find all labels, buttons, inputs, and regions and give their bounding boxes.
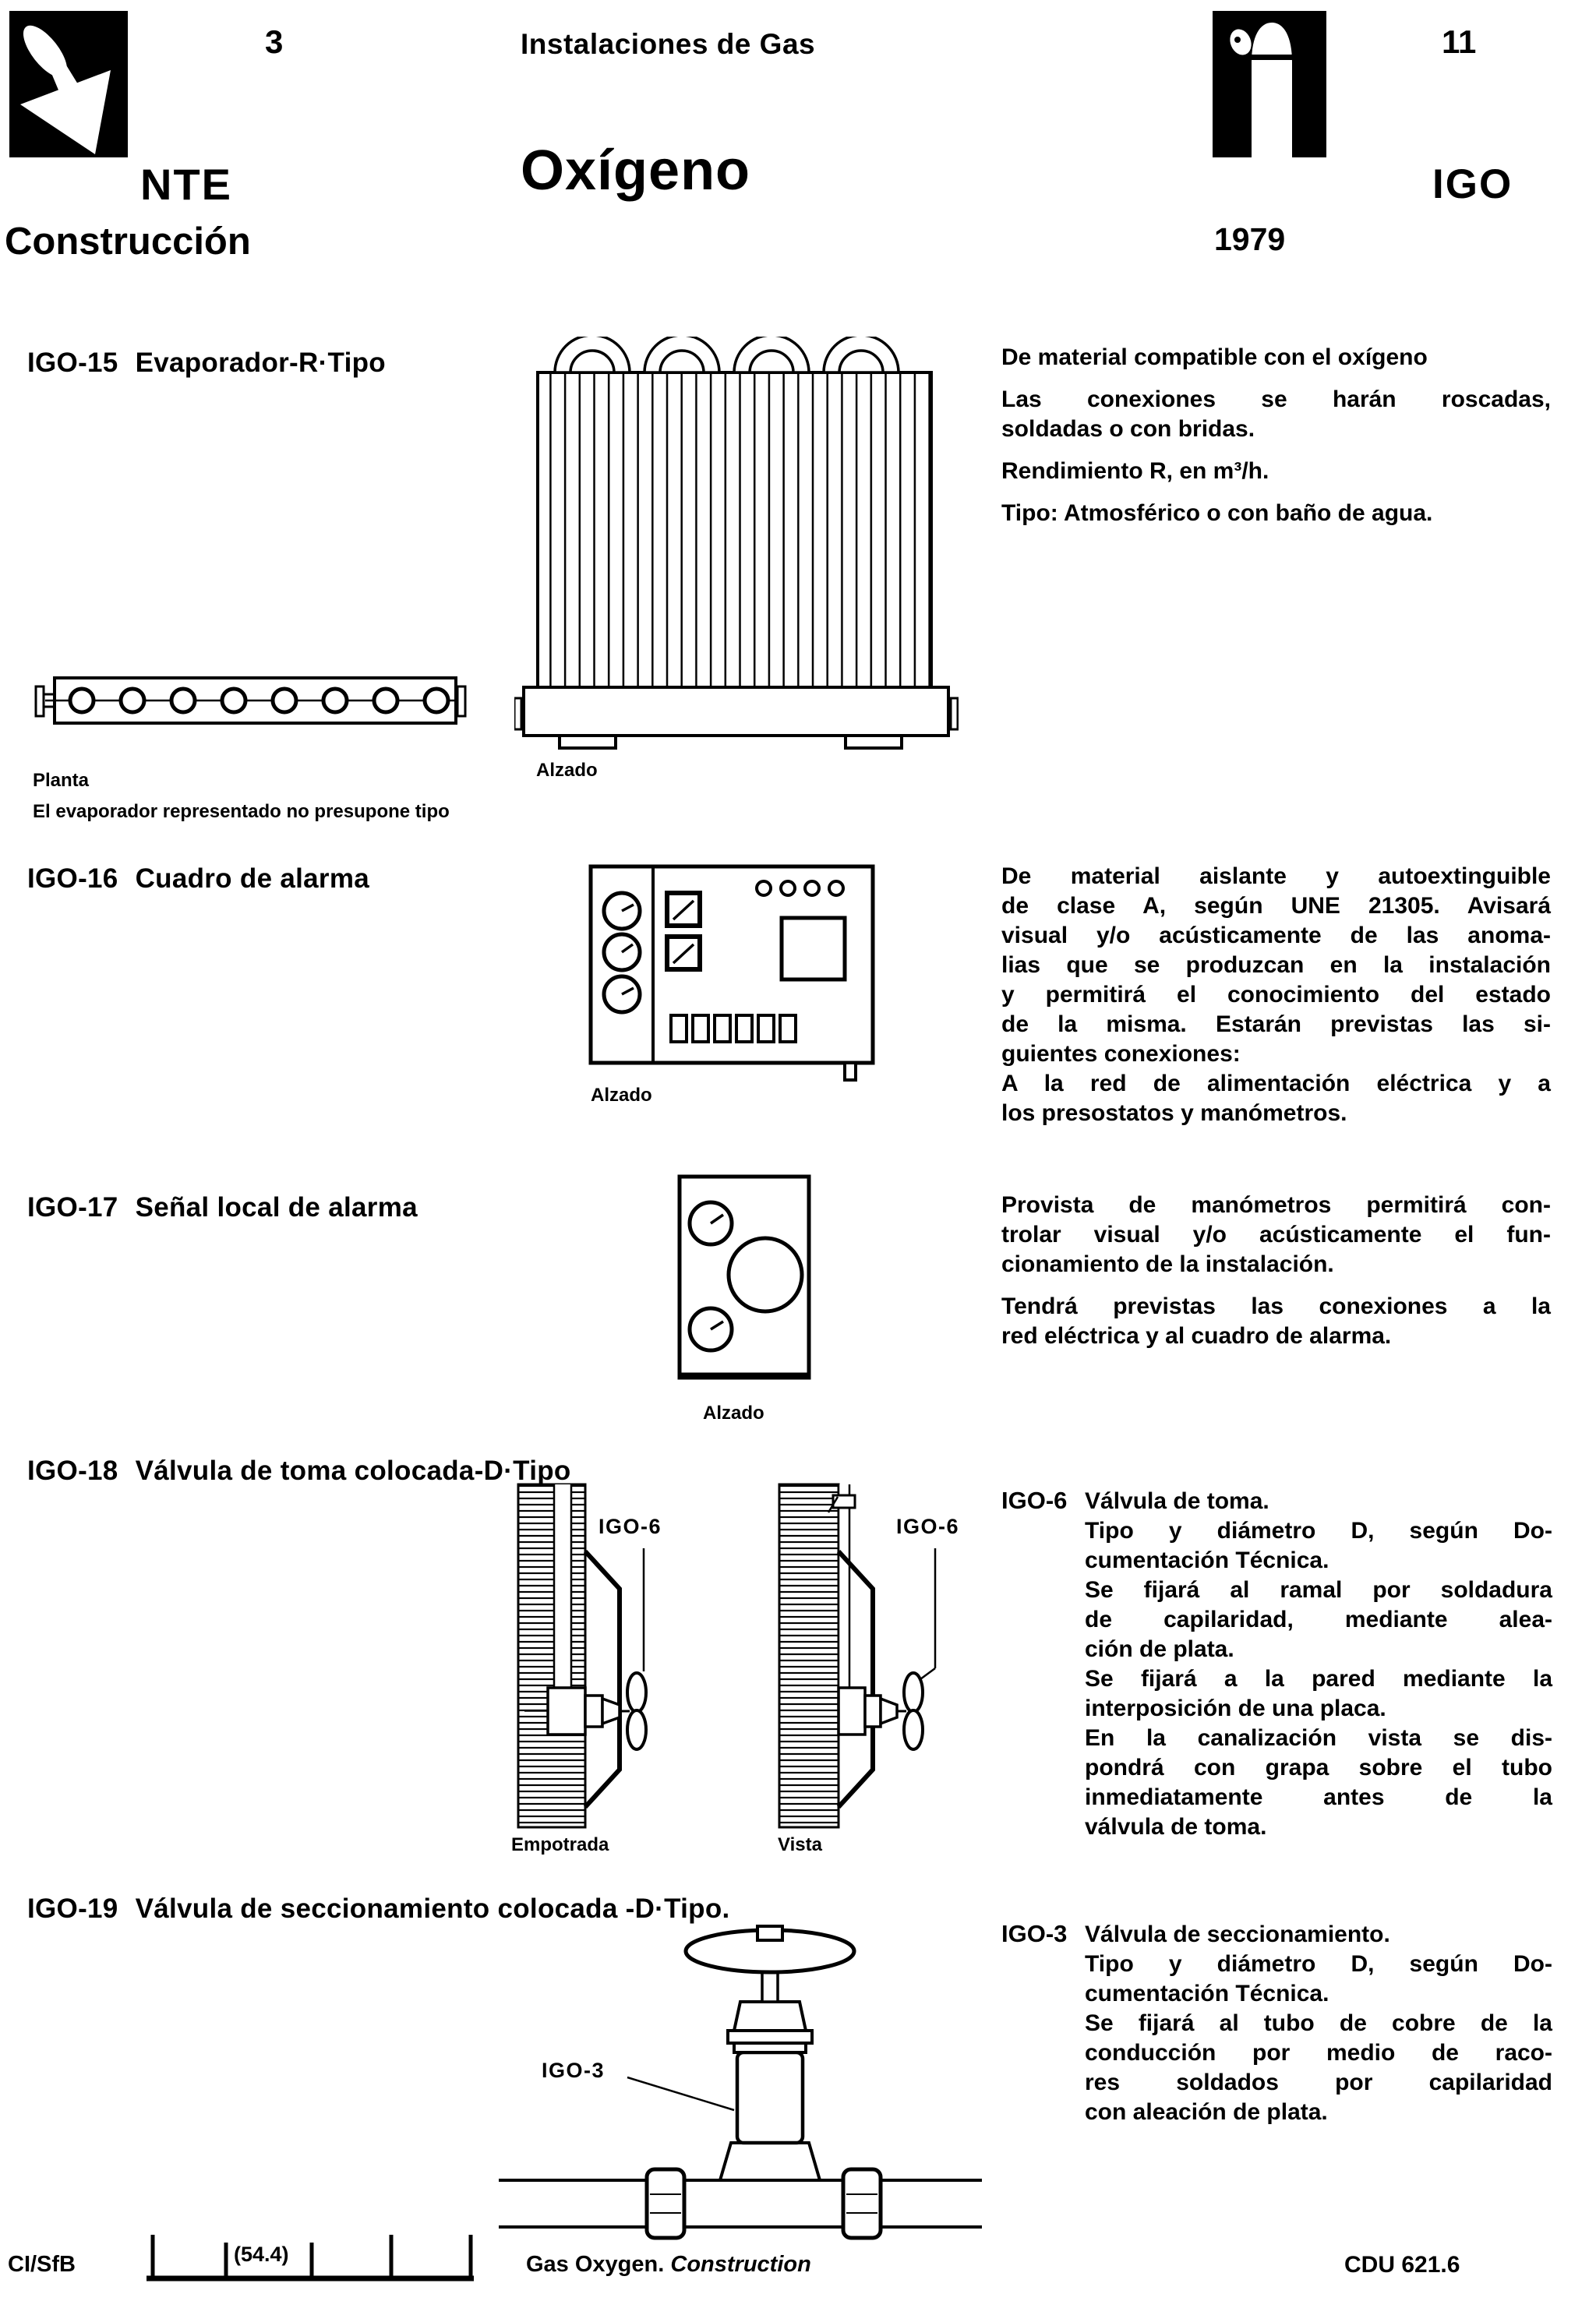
gate-valve-drawing [491,1923,990,2250]
paragraph: Tipo y diámetro D, según Do-cumentación … [1085,1518,1552,1573]
evaporator-plan-drawing [31,670,468,756]
page-number-left: 3 [265,23,284,60]
gas-cylinder-icon [1213,11,1326,157]
doc-code: IGO [1432,161,1513,207]
alarm-panel-drawing [584,857,888,1083]
wall-valve-embedded-drawing [503,1483,736,1830]
section-code: IGO-18 [27,1456,118,1486]
footer-cdu: CDU 621.6 [1344,2252,1460,2278]
footer-class-code: (54.4) [234,2243,289,2266]
trowel-icon [9,11,128,157]
valve-ref-label-exposed: IGO-6 [896,1515,960,1538]
section-name: Señal local de alarma [135,1192,418,1223]
section-title-igo17: IGO-17 Señal local de alarma [27,1192,418,1223]
evaporator-note: El evaporador representado no presupone … [33,801,450,822]
igo6-description: Válvula de toma. Tipo y diámetro D, segú… [1085,1487,1552,1842]
section-title-igo18: IGO-18 Válvula de toma colocada-D·Tipo [27,1456,571,1487]
section-name: Válvula de toma colocada-D·Tipo [135,1456,571,1486]
evaporator-elevation-drawing [514,337,959,757]
footer-classification: CI/SfB [8,2252,76,2277]
local-alarm-signal-drawing [675,1173,815,1385]
sheet-number: 11 [1442,23,1477,60]
doc-year: 1979 [1214,221,1286,257]
igo15-description: De material compatible con el oxígeno La… [1001,343,1551,528]
footer-subject: Gas Oxygen. Construction [526,2252,811,2278]
empotrada-caption: Empotrada [511,1834,609,1855]
paragraph: Tipo: Atmosférico o con baño de agua. [1001,500,1433,526]
paragraph: De material compatible con el oxígeno [1001,344,1428,370]
section-title-igo19: IGO-19 Válvula de seccionamiento colocad… [27,1893,730,1925]
valve-ref-label-embedded: IGO-6 [598,1515,662,1538]
classification-grid [140,2230,499,2285]
footer-subject-text: Gas Oxygen. [526,2252,665,2277]
valve-ref-label-igo3: IGO-3 [542,2059,606,2082]
section-title-igo15: IGO-15 Evaporador-R·Tipo [27,348,386,379]
alzado-caption-signal: Alzado [703,1403,764,1424]
section-name: Válvula de seccionamiento colocada -D·Ti… [135,1893,730,1924]
page-title: Oxígeno [521,139,751,202]
wall-valve-exposed-drawing [768,1483,1001,1830]
section-code: IGO-16 [27,863,118,894]
alzado-caption-alarm-panel: Alzado [591,1085,652,1106]
footer-subject-emphasis: Construction [670,2252,811,2277]
igo17-description: Provista de manómetros permitirá con-tro… [1001,1191,1551,1351]
paragraph: Válvula de toma. [1085,1488,1269,1514]
paragraph: Rendimiento R, en m³/h. [1001,458,1269,484]
ref-code-igo6: IGO-6 [1001,1487,1068,1514]
section-title-igo16: IGO-16 Cuadro de alarma [27,863,369,895]
org-subtitle: Construcción [5,221,251,263]
igo3-description: Válvula de seccionamiento. Tipo y diámet… [1085,1920,1552,2127]
header-category: Instalaciones de Gas [521,28,816,60]
section-code: IGO-19 [27,1893,118,1924]
ref-code-igo3: IGO-3 [1001,1920,1068,1947]
paragraph: En la canalización vista se dis-pondrá c… [1085,1725,1552,1840]
section-code: IGO-17 [27,1192,118,1223]
paragraph: Provista de manómetros permitirá con-tro… [1001,1192,1551,1277]
section-code: IGO-15 [27,348,118,378]
section-name: Cuadro de alarma [135,863,370,894]
vista-caption: Vista [778,1834,822,1855]
paragraph: Válvula de seccionamiento. [1085,1922,1390,1947]
org-acronym: NTE [140,160,232,209]
planta-caption: Planta [33,770,90,791]
paragraph: Tipo y diámetro D, según Do-cumentación … [1085,1951,1552,2006]
paragraph: Las conexiones se harán roscadas,soldada… [1001,386,1551,442]
alzado-caption-evaporator: Alzado [536,760,598,781]
section-name: Evaporador-R·Tipo [135,348,386,378]
